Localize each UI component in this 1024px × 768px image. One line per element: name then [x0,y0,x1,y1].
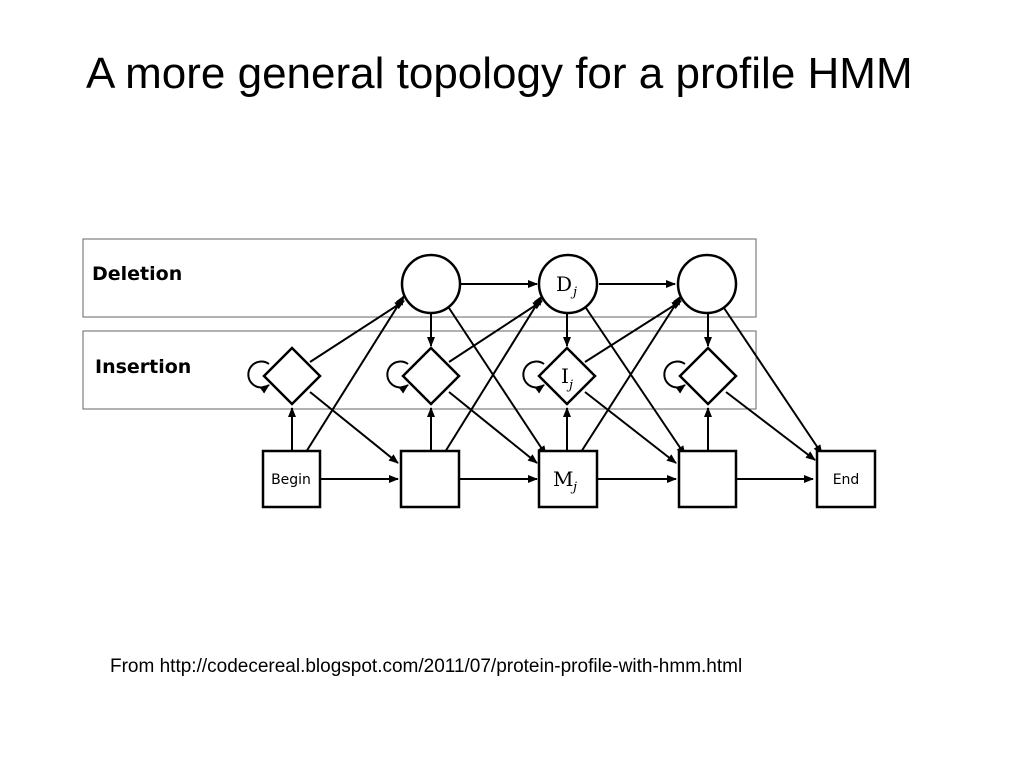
begin-state [261,449,322,509]
insert-state-j [537,346,597,406]
delete-state-j [537,253,599,315]
edge-d1-mj [448,307,547,456]
edge-ij-m3 [584,391,677,464]
match-state-3 [677,449,738,509]
profile-hmm-diagram: Deletion Insertion [82,238,877,509]
deletion-band [82,238,757,318]
self-loop-ij [522,360,545,394]
edge-begin-d1 [305,295,405,453]
self-loop-i0 [247,360,270,394]
delete-states [400,253,738,315]
edge-dj-m3 [585,307,686,456]
delete-state-3 [676,253,738,315]
source-caption: From http://codecereal.blogspot.com/2011… [110,656,743,677]
insertion-band-label: Insertion [95,356,191,378]
end-state [815,449,877,509]
delete-j-subscript: j [570,285,577,300]
edge-i1-dj [448,300,543,363]
self-loop-i1 [386,360,409,394]
insert-self-loops [247,360,686,394]
transition-edges [288,280,823,483]
match-state-1 [399,449,461,509]
edge-i0-d1 [309,300,405,363]
slide-title: A more general topology for a profile HM… [86,49,913,98]
insertion-band [82,330,757,410]
begin-label: Begin [271,472,311,488]
deletion-band-label: Deletion [92,263,182,285]
insert-j-subscript: j [566,378,573,393]
match-j-label: M [553,467,573,491]
edge-d3-end [723,307,823,455]
self-loop-i3 [663,360,686,394]
delete-j-label: D [556,272,572,296]
insert-state-1 [401,346,461,406]
insert-j-label: I [561,364,569,388]
edge-ij-d3 [584,300,682,363]
insert-states [262,346,738,406]
edge-i1-mj [448,391,538,464]
match-j-subscript: j [570,480,577,495]
insert-state-3 [678,346,738,406]
match-states [261,449,877,509]
delete-state-1 [400,253,462,315]
insert-state-0 [262,346,322,406]
match-state-j [537,449,599,509]
edge-i0-m1 [309,391,399,464]
end-label: End [833,472,860,488]
edge-i3-end [725,391,816,461]
